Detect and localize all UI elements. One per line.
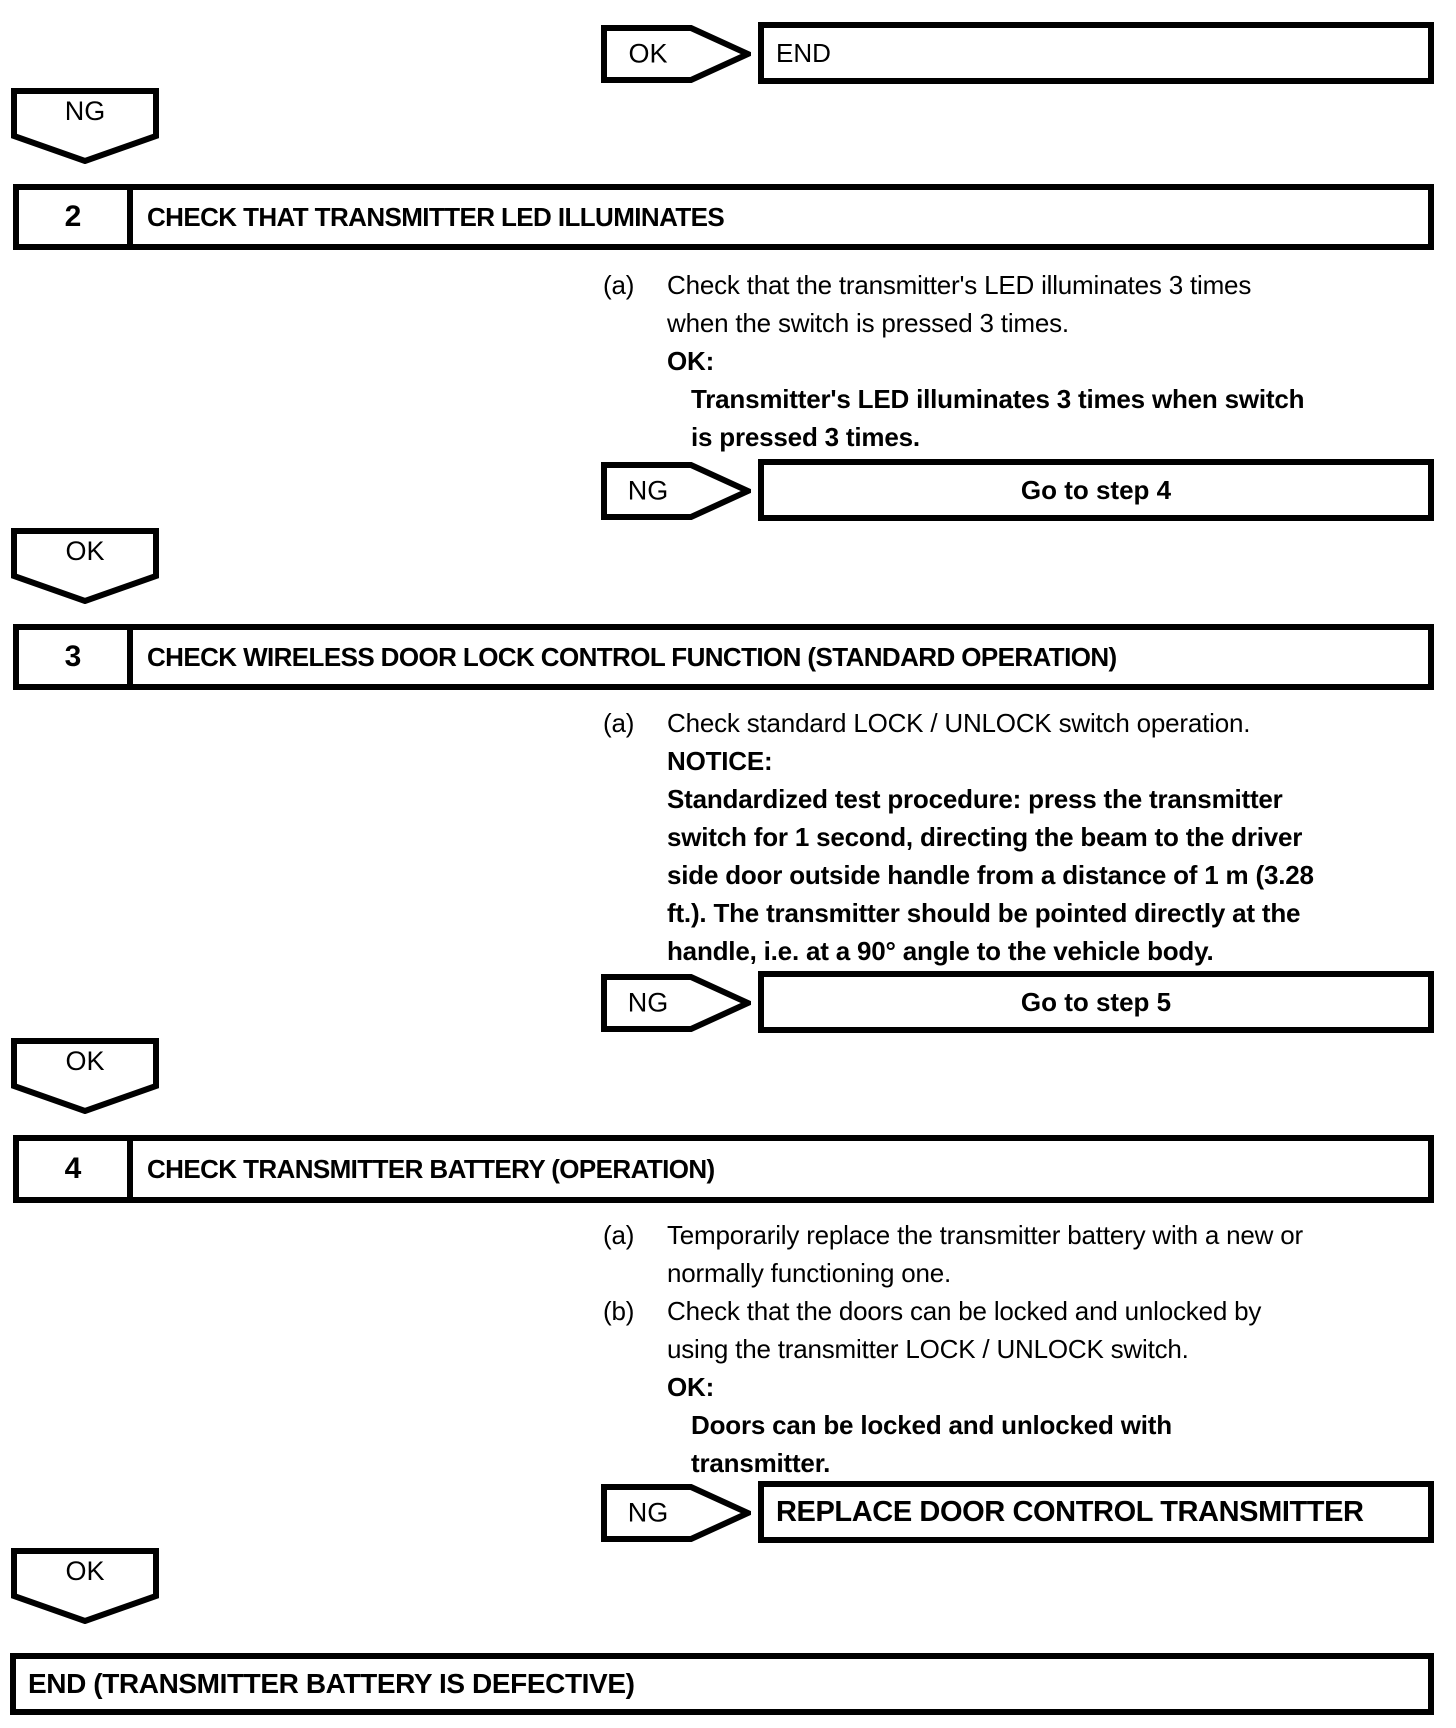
down-pentagon-shape	[11, 88, 159, 164]
end-result-box: END	[758, 22, 1434, 84]
step-title: CHECK TRANSMITTER BATTERY (OPERATION)	[147, 1153, 715, 1184]
step-2-header: 2 CHECK THAT TRANSMITTER LED ILLUMINATES	[13, 184, 1434, 250]
list-label: (a)	[603, 708, 635, 738]
ok-connector-arrow: OK	[601, 25, 751, 83]
step-title: CHECK WIRELESS DOOR LOCK CONTROL FUNCTIO…	[147, 641, 1117, 672]
ng-connector-arrow: NG	[601, 1484, 751, 1542]
final-end-label: END (TRANSMITTER BATTERY IS DEFECTIVE)	[28, 1668, 635, 1699]
instruction-line: (a) Check that the transmitter's LED ill…	[603, 266, 1448, 304]
instruction-line: when the switch is pressed 3 times.	[667, 308, 1069, 338]
result-label: Go to step 5	[1020, 986, 1172, 1017]
instruction-line: normally functioning one.	[667, 1258, 952, 1288]
ng-down-connector: NG	[11, 88, 159, 164]
instruction-line: switch for 1 second, directing the beam …	[667, 822, 1303, 852]
right-arrow-shape	[601, 462, 751, 520]
end-result-label: END	[776, 37, 831, 68]
ok-down-connector: OK	[11, 1038, 159, 1114]
down-pentagon-shape	[11, 1038, 159, 1114]
ok-down-connector: OK	[11, 1548, 159, 1624]
result-label: Go to step 4	[1020, 474, 1172, 505]
instruction-line: Standardized test procedure: press the t…	[667, 784, 1283, 814]
instruction-line: (a) Check standard LOCK / UNLOCK switch …	[603, 704, 1448, 742]
list-label: (a)	[603, 1220, 635, 1250]
replace-transmitter-box: REPLACE DOOR CONTROL TRANSMITTER	[758, 1481, 1434, 1543]
ng-connector-arrow: NG	[601, 462, 751, 520]
instruction-line: OK:	[667, 346, 715, 376]
go-to-step-4-box: Go to step 4	[758, 459, 1434, 521]
connector-label: OK	[65, 1046, 105, 1076]
ok-down-connector: OK	[11, 528, 159, 604]
instruction-line: Transmitter's LED illuminates 3 times wh…	[691, 384, 1305, 414]
right-arrow-shape	[601, 974, 751, 1032]
instruction-line: transmitter.	[691, 1448, 831, 1478]
connector-label: NG	[627, 475, 669, 506]
instruction-line: (b) Check that the doors can be locked a…	[603, 1292, 1448, 1330]
step-3-header: 3 CHECK WIRELESS DOOR LOCK CONTROL FUNCT…	[13, 624, 1434, 690]
step-2-instructions: (a) Check that the transmitter's LED ill…	[603, 266, 1448, 456]
list-label: (a)	[603, 270, 635, 300]
connector-label: OK	[65, 536, 105, 566]
step-4-header: 4 CHECK TRANSMITTER BATTERY (OPERATION)	[13, 1135, 1434, 1203]
instruction-line: Doors can be locked and unlocked with	[691, 1410, 1172, 1440]
ng-connector-arrow: NG	[601, 974, 751, 1032]
step-title: CHECK THAT TRANSMITTER LED ILLUMINATES	[147, 201, 725, 232]
step-number: 2	[19, 190, 133, 244]
connector-label: NG	[627, 987, 669, 1018]
step-number: 4	[19, 1141, 133, 1197]
instruction-line: handle, i.e. at a 90° angle to the vehic…	[667, 936, 1214, 966]
down-pentagon-shape	[11, 1548, 159, 1624]
step-number: 3	[19, 630, 133, 684]
result-label: REPLACE DOOR CONTROL TRANSMITTER	[776, 1495, 1364, 1528]
instruction-line: OK:	[667, 1372, 715, 1402]
list-label: (b)	[603, 1296, 635, 1326]
right-arrow-shape	[601, 1484, 751, 1542]
step-3-instructions: (a) Check standard LOCK / UNLOCK switch …	[603, 704, 1448, 970]
instruction-line: ft.). The transmitter should be pointed …	[667, 898, 1301, 928]
instruction-line: using the transmitter LOCK / UNLOCK swit…	[667, 1334, 1189, 1364]
step-4-instructions: (a) Temporarily replace the transmitter …	[603, 1216, 1448, 1482]
connector-label: OK	[628, 38, 668, 69]
final-end-box: END (TRANSMITTER BATTERY IS DEFECTIVE)	[10, 1653, 1434, 1715]
instruction-line: side door outside handle from a distance…	[667, 860, 1314, 890]
down-pentagon-shape	[11, 528, 159, 604]
instruction-line: is pressed 3 times.	[691, 422, 920, 452]
instruction-line: NOTICE:	[667, 746, 773, 776]
right-arrow-shape	[601, 25, 751, 83]
connector-label: NG	[627, 1497, 669, 1528]
instruction-line: (a) Temporarily replace the transmitter …	[603, 1216, 1448, 1254]
go-to-step-5-box: Go to step 5	[758, 971, 1434, 1033]
connector-label: NG	[64, 96, 106, 126]
connector-label: OK	[65, 1556, 105, 1586]
